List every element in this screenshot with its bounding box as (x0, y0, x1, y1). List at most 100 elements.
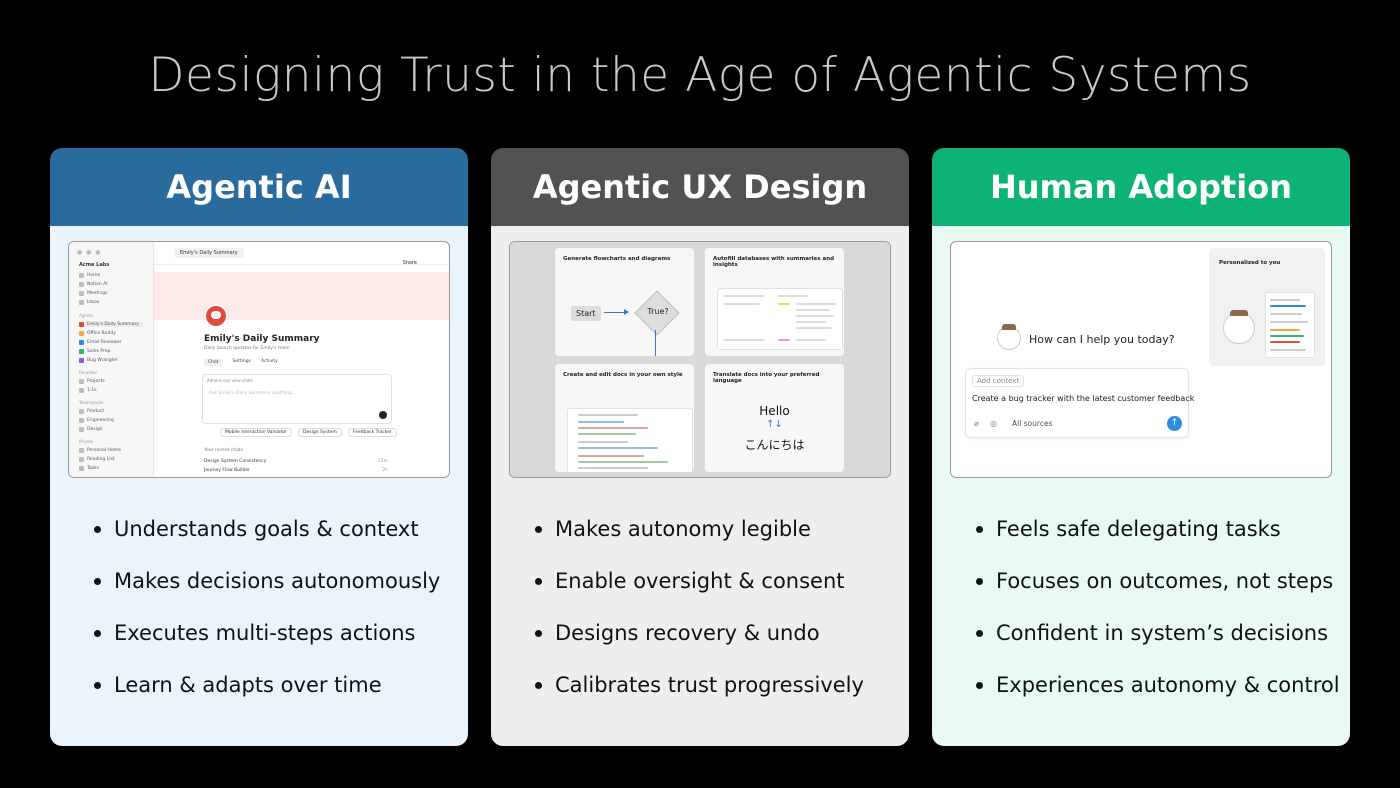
bullet-list: Understands goals & context Makes decisi… (90, 516, 440, 724)
page-title: Emily's Daily Summary (204, 334, 320, 344)
list-item: Makes decisions autonomously (90, 568, 440, 620)
meetings-icon (79, 291, 84, 296)
swap-arrows-icon: ↑↓ (766, 419, 783, 430)
sidebar-item[interactable]: Email Reviewer (79, 340, 122, 345)
agent-icon (79, 340, 84, 345)
personalization-panel: Personalized to you (1209, 248, 1325, 366)
agent-icon (79, 349, 84, 354)
tab-chat[interactable]: Chat (204, 359, 223, 366)
list-item: Focuses on outcomes, not steps (972, 568, 1340, 620)
sidebar-item[interactable]: Personal Home (79, 448, 121, 453)
sidebar-item[interactable]: Design (79, 427, 103, 432)
translate-source: Hello (759, 404, 790, 418)
list-item: Makes autonomy legible (531, 516, 864, 568)
prompt-input[interactable]: Add context Create a bug tracker with th… (965, 368, 1194, 438)
panel-flowchart: Generate flowcharts and diagrams Start T… (555, 248, 694, 356)
sidebar-item[interactable]: Sales Prep (79, 349, 110, 354)
add-context-button[interactable]: Add context (972, 375, 1025, 387)
pill[interactable]: Feedback Tracker (347, 428, 397, 437)
list-item: Experiences autonomy & control (972, 672, 1340, 724)
sidebar-section-label: Favorites (79, 370, 98, 375)
page-icon (79, 457, 84, 462)
main-area: Emily's Daily Summary Share Emily's Dail… (154, 242, 449, 477)
list-item: Learn & adapts over time (90, 672, 440, 724)
sidebar: ● ● ● Acme Labs Home Notion AI Meetings … (69, 242, 154, 477)
sidebar-item[interactable]: Projects (79, 379, 105, 384)
inbox-icon (79, 300, 84, 305)
suggestion-pills: Mobile Interaction Validator Design Syst… (220, 428, 397, 437)
sidebar-item[interactable]: Engineering (79, 418, 114, 423)
chat-hint: Admins can view chats (207, 378, 253, 383)
send-arrow-icon[interactable]: ↑ (1167, 416, 1182, 431)
agent-icon (79, 322, 84, 327)
share-button[interactable]: Share (402, 260, 417, 266)
sidebar-section-label: Teamspaces (79, 400, 104, 405)
sidebar-item[interactable]: Office Buddy (79, 331, 116, 336)
sidebar-item[interactable]: 1:1s (79, 388, 97, 393)
sidebar-item[interactable]: Emily's Daily Summary (77, 322, 143, 327)
page-icon (79, 379, 84, 384)
list-item: Feels safe delegating tasks (972, 516, 1340, 568)
chat-input[interactable]: Admins can view chats Ask Emily's Daily … (202, 374, 392, 424)
sources-selector[interactable]: All sources (1012, 419, 1053, 428)
globe-icon[interactable]: ◎ (990, 419, 997, 428)
arrow-right-icon (604, 309, 629, 315)
notion-screenshot: ● ● ● Acme Labs Home Notion AI Meetings … (68, 241, 450, 478)
card-agentic-ai: Agentic AI ● ● ● Acme Labs Home Notion A… (50, 148, 468, 746)
panel-database: Autofill databases with summaries and in… (705, 248, 844, 356)
home-icon (79, 273, 84, 278)
flow-decision-label: True? (647, 307, 669, 316)
feature-screenshot: Generate flowcharts and diagrams Start T… (509, 241, 891, 478)
sidebar-item[interactable]: Product (79, 409, 104, 414)
list-item: Calibrates trust progressively (531, 672, 864, 724)
attach-icon[interactable]: ⌀ (974, 419, 979, 428)
agent-icon (79, 358, 84, 363)
flow-start-node: Start (571, 306, 601, 321)
list-item: Enable oversight & consent (531, 568, 864, 620)
card-human-adoption: Human Adoption Personalized to you How c… (932, 148, 1350, 746)
avatar-icon (1223, 310, 1255, 344)
page-cover (154, 272, 449, 320)
panel-translate: Translate docs into your preferred langu… (705, 364, 844, 472)
assistant-greeting: How can I help you today? (1029, 333, 1175, 346)
page-icon (79, 388, 84, 393)
sidebar-item[interactable]: Notion AI (79, 282, 108, 287)
ai-icon (79, 282, 84, 287)
tab-activity[interactable]: Activity (261, 359, 278, 364)
list-item: Designs recovery & undo (531, 620, 864, 672)
slide-title: Designing Trust in the Age of Agentic Sy… (148, 48, 1252, 103)
pill[interactable]: Mobile Interaction Validator (220, 428, 293, 437)
assistant-screenshot: Personalized to you How can I help you t… (950, 241, 1332, 478)
tab-settings[interactable]: Settings (232, 359, 251, 364)
send-icon[interactable] (379, 411, 387, 419)
bullet-list: Makes autonomy legible Enable oversight … (531, 516, 864, 724)
sidebar-item[interactable]: Inbox (79, 300, 99, 305)
page-icon (79, 466, 84, 471)
card-heading: Human Adoption (932, 148, 1350, 226)
tab-bar: Emily's Daily Summary (154, 242, 449, 265)
database-preview (717, 288, 843, 350)
list-item: Confident in system’s decisions (972, 620, 1340, 672)
translate-target: こんにちは (744, 438, 805, 452)
sidebar-item[interactable]: Bug Wrangler (79, 358, 118, 363)
card-heading: Agentic AI (50, 148, 468, 226)
teamspace-icon (79, 418, 84, 423)
workspace-name: Acme Labs (79, 262, 110, 268)
sidebar-item[interactable]: Tasks (79, 466, 99, 471)
recent-chats-label: Your recent chats (204, 448, 244, 453)
dropdown-menu[interactable] (1265, 292, 1315, 358)
bullet-list: Feels safe delegating tasks Focuses on o… (972, 516, 1340, 724)
agent-icon (79, 331, 84, 336)
teamspace-icon (79, 409, 84, 414)
sidebar-item[interactable]: Home (79, 273, 100, 278)
page-tabs: Chat Settings Activity (204, 359, 278, 366)
pill[interactable]: Design System (298, 428, 342, 437)
sidebar-item[interactable]: Meetings (79, 291, 108, 296)
browser-tab[interactable]: Emily's Daily Summary (174, 248, 244, 258)
sidebar-item[interactable]: Reading List (79, 457, 115, 462)
sidebar-section-label: Agents (79, 313, 93, 318)
window-controls-icon: ● ● ● (77, 249, 102, 256)
list-item: Understands goals & context (90, 516, 440, 568)
